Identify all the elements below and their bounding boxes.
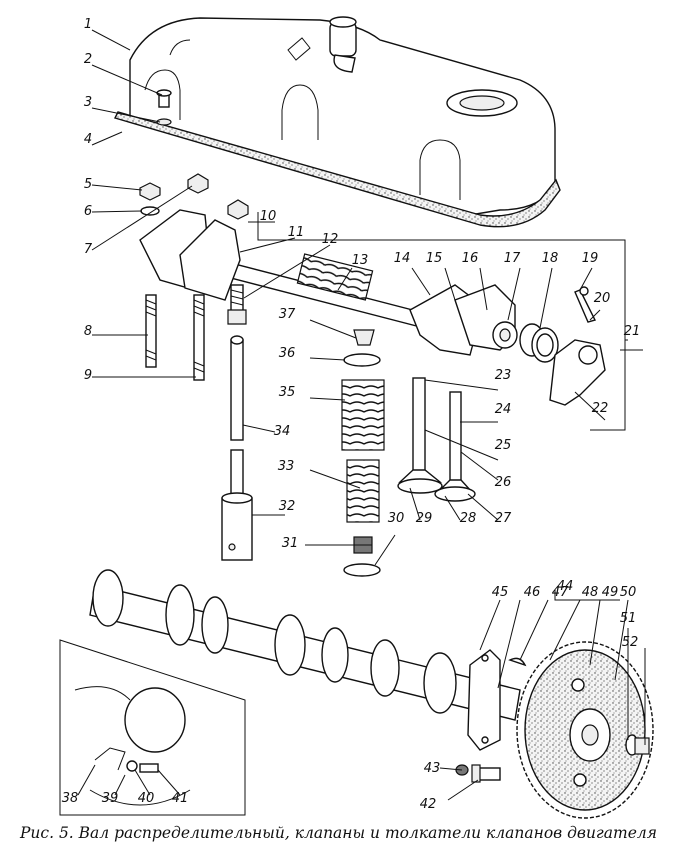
callout-32: 32	[279, 499, 296, 514]
callout-8: 8	[84, 324, 92, 339]
callout-12: 12	[322, 232, 339, 247]
callout-2: 2	[84, 52, 92, 67]
cam-gear	[508, 641, 654, 819]
callout-40: 40	[138, 791, 155, 806]
callout-45: 45	[492, 585, 509, 600]
callout-5: 5	[84, 177, 92, 192]
push-rod	[230, 335, 244, 501]
callout-46: 46	[524, 585, 541, 600]
callout-20: 20	[594, 291, 611, 306]
callout-24: 24	[495, 402, 512, 417]
shaft-rings	[519, 286, 606, 406]
callout-7: 7	[84, 242, 93, 257]
flange-bolt	[455, 764, 501, 783]
callout-47: 47	[552, 585, 569, 600]
callout-1: 1	[84, 17, 92, 32]
callout-35: 35	[279, 385, 296, 400]
callout-6: 6	[84, 204, 92, 219]
valve	[397, 377, 476, 502]
callout-33: 33	[278, 459, 295, 474]
callout-22: 22	[592, 401, 609, 416]
valve-spring-group	[341, 329, 385, 577]
callout-30: 30	[388, 511, 405, 526]
thrust-flange	[467, 649, 501, 751]
callout-19: 19	[582, 251, 599, 266]
camshaft	[89, 569, 521, 721]
callout-13: 13	[352, 253, 369, 268]
inset-detail	[59, 639, 246, 816]
callout-38: 38	[62, 791, 79, 806]
callout-25: 25	[495, 438, 512, 453]
callout-31: 31	[282, 536, 299, 551]
leader-lines	[77, 29, 646, 801]
callout-34: 34	[274, 424, 291, 439]
figure-caption: Рис. 5. Вал распределительный, клапаны и…	[20, 824, 657, 842]
callout-51: 51	[620, 611, 637, 626]
valve-cover	[129, 16, 556, 216]
callout-16: 16	[462, 251, 479, 266]
callout-48: 48	[582, 585, 599, 600]
callout-49: 49	[602, 585, 619, 600]
callout-9: 9	[84, 368, 92, 383]
callout-37: 37	[279, 307, 296, 322]
callout-41: 41	[172, 791, 189, 806]
callout-23: 23	[495, 368, 512, 383]
callout-42: 42	[420, 797, 437, 812]
callout-44: 44	[557, 579, 574, 594]
callout-18: 18	[542, 251, 559, 266]
callout-10: 10	[260, 209, 277, 224]
callout-39: 39	[102, 791, 119, 806]
callout-29: 29	[416, 511, 433, 526]
adjusting-screw	[227, 284, 247, 325]
nut	[139, 173, 249, 220]
callout-52: 52	[622, 635, 639, 650]
cover-gasket	[113, 111, 561, 228]
callout-21: 21	[624, 324, 641, 339]
tappet	[221, 492, 253, 561]
callout-4: 4	[84, 132, 92, 147]
rocker-shaft	[139, 209, 518, 356]
callout-15: 15	[426, 251, 443, 266]
stud	[145, 294, 205, 381]
callout-17: 17	[504, 251, 521, 266]
gear-bolt	[625, 734, 650, 756]
callout-11: 11	[288, 225, 305, 240]
callout-26: 26	[495, 475, 512, 490]
callout-36: 36	[279, 346, 296, 361]
callout-3: 3	[84, 95, 92, 110]
callout-43: 43	[424, 761, 441, 776]
callout-50: 50	[620, 585, 637, 600]
callout-28: 28	[460, 511, 477, 526]
callout-27: 27	[495, 511, 512, 526]
callout-14: 14	[394, 251, 411, 266]
cover-screw	[156, 89, 172, 126]
